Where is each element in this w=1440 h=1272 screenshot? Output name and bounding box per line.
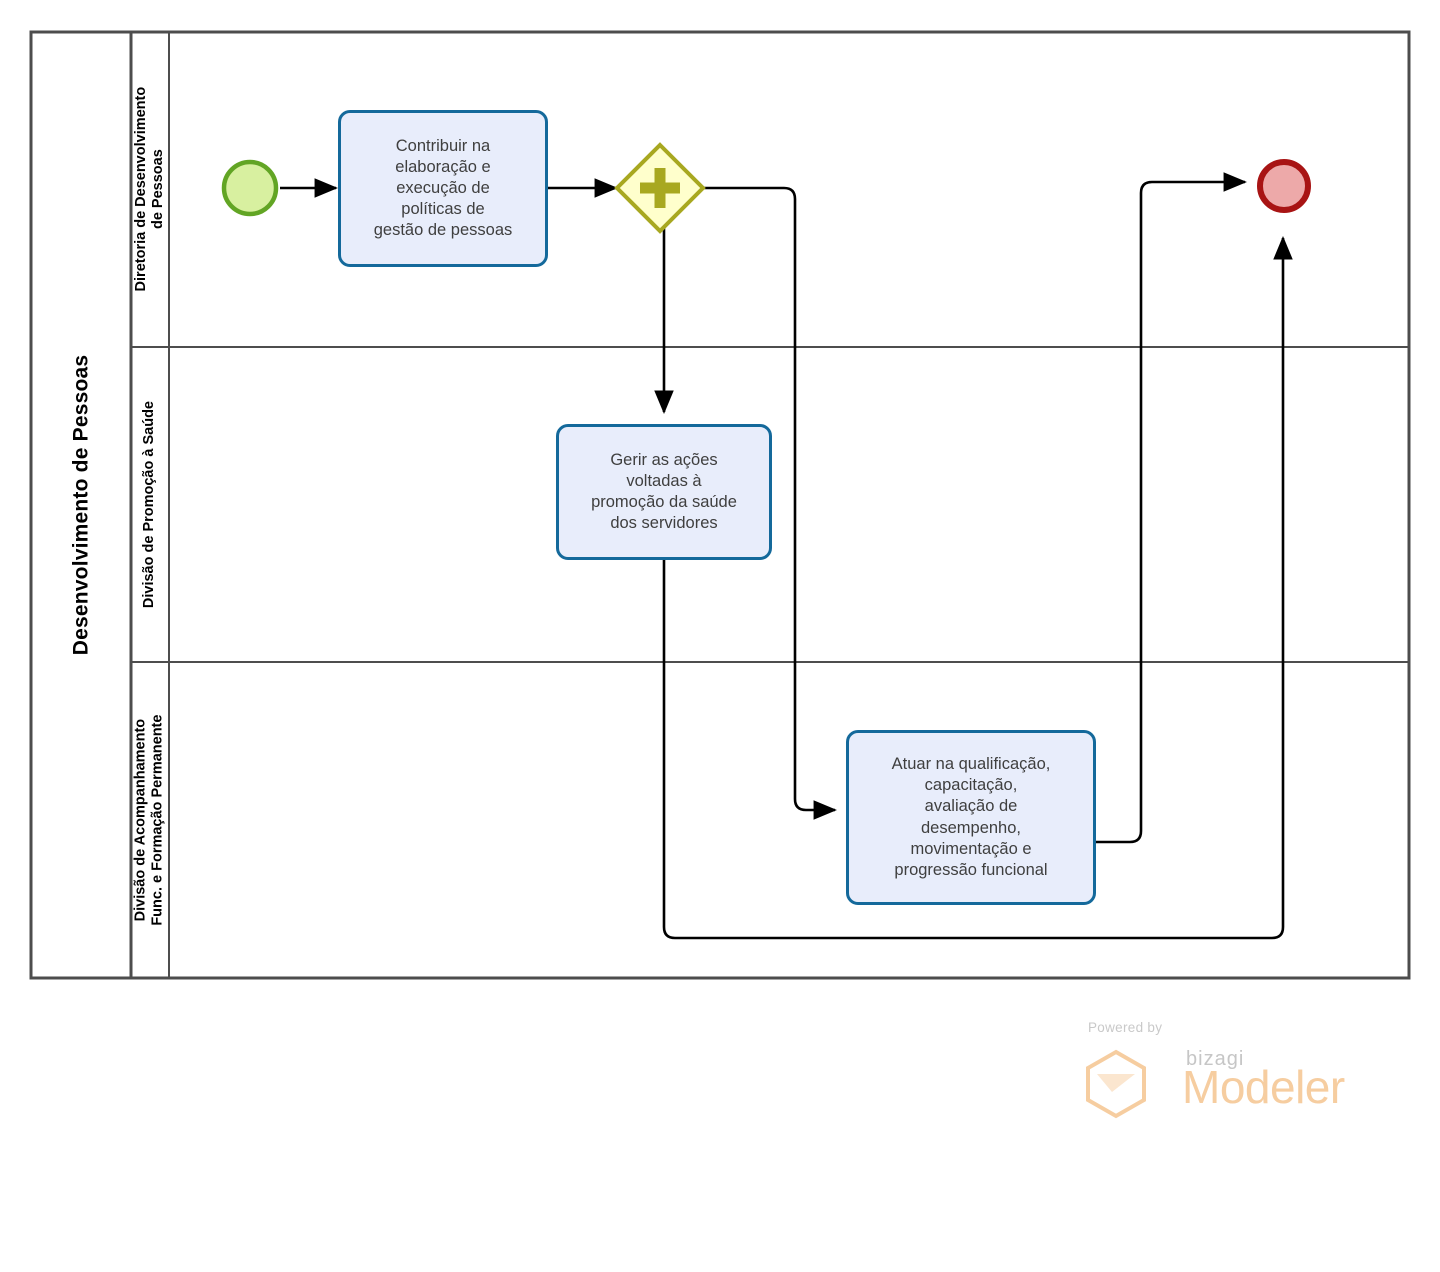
flow-task3-to-end[interactable] [1096, 172, 1247, 844]
bizagi-watermark: Powered by bizagi Modeler [1080, 1020, 1350, 1120]
task-line: progressão funcional [894, 860, 1048, 879]
task-qualificacao[interactable]: Atuar na qualificação, capacitação, aval… [846, 730, 1096, 905]
task-line: dos servidores [610, 514, 718, 533]
task-line: elaboração e [395, 157, 491, 176]
task-line: Atuar na qualificação, [891, 755, 1051, 774]
task-line: Contribuir na [395, 136, 491, 155]
start-event[interactable] [221, 159, 279, 217]
powered-by-label: Powered by [1088, 1020, 1163, 1035]
task-politicas[interactable]: Contribuir na elaboração e execução de p… [338, 110, 548, 267]
task-line: avaliação de [924, 797, 1018, 816]
task-line: voltadas à [626, 471, 702, 490]
task-line: movimentação e [910, 839, 1032, 858]
bizagi-brand-label: bizagi [1186, 1048, 1245, 1070]
bizagi-hex-icon [1086, 1049, 1146, 1119]
end-event[interactable] [1257, 159, 1311, 213]
task-line: capacitação, [924, 776, 1018, 795]
task-saude[interactable]: Gerir as ações voltadas à promoção da sa… [556, 424, 772, 560]
task-line: gestão de pessoas [373, 221, 513, 240]
task-line: desempenho, [921, 818, 1021, 837]
task-politicas-label: Contribuir na elaboração e execução de p… [374, 136, 513, 242]
task-line: execução de [396, 178, 490, 197]
start-event-circle[interactable] [221, 159, 279, 217]
task-line: Gerir as ações [610, 450, 718, 469]
task-line: promoção da saúde [591, 493, 737, 511]
plus-icon [640, 168, 680, 208]
task-line: políticas de [401, 200, 485, 219]
end-event-circle[interactable] [1257, 159, 1311, 213]
task-qualificacao-label: Atuar na qualificação, capacitação, aval… [892, 754, 1051, 881]
parallel-gateway[interactable] [614, 142, 706, 234]
flow-task2-to-end[interactable] [662, 236, 1293, 940]
task-saude-label: Gerir as ações voltadas à promoção da sa… [591, 450, 737, 534]
flow-gateway-to-task3[interactable] [703, 186, 837, 820]
sequence-flows [280, 172, 1293, 940]
bizagi-product-label: Modeler [1182, 1061, 1345, 1113]
